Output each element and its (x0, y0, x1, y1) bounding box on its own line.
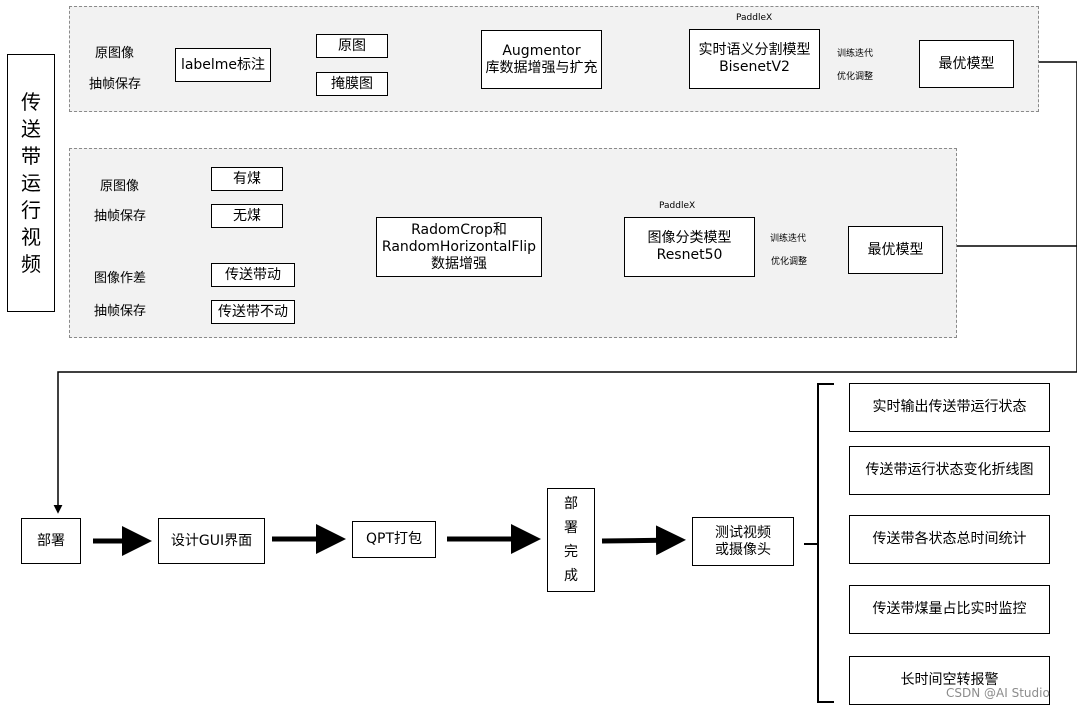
output-realtime-status: 实时输出传送带运行状态 (849, 383, 1050, 432)
augmentor-box: Augmentor 库数据增强与扩充 (481, 30, 602, 89)
row2-input1-label-top: 原图像 (100, 179, 140, 194)
done-to-test-arrow (601, 525, 686, 556)
deploy-done-box: 部 署 完 成 (547, 488, 595, 592)
outputs-brace (804, 383, 834, 703)
row1-train-label-bottom: 优化调整 (837, 72, 874, 82)
row1-best-model-box: 最优模型 (919, 40, 1014, 88)
row1-input-label-top: 原图像 (95, 46, 135, 61)
labelme-annotation-box: labelme标注 (175, 48, 271, 82)
row1-train-label-top: 训练迭代 (837, 49, 874, 59)
video-title: 传 送 带 运 行 视 频 (7, 54, 55, 312)
row1-paddlex-label: PaddleX (736, 13, 773, 23)
mask-image-box: 掩膜图 (316, 72, 388, 96)
has-coal-box: 有煤 (211, 167, 283, 191)
bisenet-model-box: 实时语义分割模型 BisenetV2 (689, 29, 820, 89)
best-models-to-deploy-line (53, 61, 1077, 514)
resnet-model-box: 图像分类模型 Resnet50 (624, 217, 755, 277)
row2-paddlex-label: PaddleX (659, 201, 696, 211)
row1-input-label-bottom: 抽帧保存 (89, 77, 142, 92)
output-coal-ratio-monitor: 传送带煤量占比实时监控 (849, 585, 1050, 634)
row2-train-label-top: 训练迭代 (770, 234, 807, 244)
crop-flip-augment-box: RadomCrop和 RandomHorizontalFlip 数据增强 (376, 217, 542, 277)
row2-best-model-box: 最优模型 (848, 226, 943, 274)
output-status-time-stats: 传送带各状态总时间统计 (849, 515, 1050, 564)
gui-design-box: 设计GUI界面 (158, 518, 265, 564)
original-image-box: 原图 (316, 34, 388, 58)
row2-input1-label-bottom: 抽帧保存 (94, 209, 147, 224)
deploy-box: 部署 (21, 518, 81, 564)
watermark: CSDN @AI Studio (946, 686, 1050, 700)
belt-not-moving-box: 传送带不动 (211, 300, 295, 324)
belt-moving-box: 传送带动 (211, 263, 295, 287)
row2-train-label-bottom: 优化调整 (771, 257, 808, 267)
qpt-package-box: QPT打包 (352, 521, 436, 558)
output-idle-alarm: 长时间空转报警 (849, 656, 1050, 705)
row2-input2-label-bottom: 抽帧保存 (94, 304, 147, 319)
test-video-box: 测试视频 或摄像头 (692, 517, 794, 566)
output-status-line-chart: 传送带运行状态变化折线图 (849, 446, 1050, 495)
no-coal-box: 无煤 (211, 204, 283, 228)
row2-input2-label-top: 图像作差 (94, 271, 147, 286)
